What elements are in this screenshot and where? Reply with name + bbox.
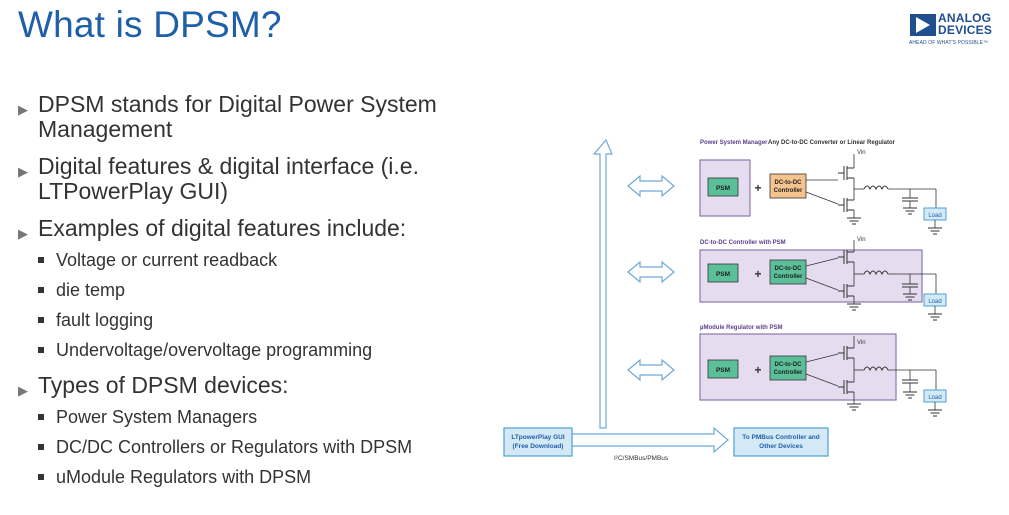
pmbus-label-line1: To PMBus Controller and xyxy=(742,434,820,441)
row1-power-stage: Vin xyxy=(805,150,937,225)
gui-label-line2: (Free Download) xyxy=(513,443,564,450)
sub-bullet-item: Voltage or current readback xyxy=(18,249,508,271)
row3-dcdc-chip xyxy=(769,355,807,381)
square-bullet-icon xyxy=(38,347,44,353)
row3-double-arrow xyxy=(627,359,675,381)
row1-dcdc-label-line2: Controller xyxy=(774,188,803,194)
square-bullet-icon xyxy=(38,444,44,450)
dpsm-block-diagram: I²C/SMBus/PMBus LTpowerPlay GUI (Free Do… xyxy=(496,128,956,468)
triangle-bullet-icon: ▶ xyxy=(18,383,28,398)
row2-load-label: Load xyxy=(928,299,941,305)
analog-devices-logo: ANALOG DEVICES AHEAD OF WHAT'S POSSIBLE™ xyxy=(904,12,1004,52)
bullet-item: ▶ DPSM stands for Digital Power System Ma… xyxy=(18,92,508,142)
row1-psm-chip xyxy=(707,177,739,197)
logo-triangle-icon xyxy=(910,14,936,36)
sub-bullet-text: die temp xyxy=(56,280,126,300)
row2-vin-label: Vin xyxy=(857,237,866,243)
square-bullet-icon xyxy=(38,414,44,420)
row1-double-arrow xyxy=(627,175,675,197)
page-title: What is DPSM? xyxy=(18,4,282,45)
row2-power-stage: Vin xyxy=(805,237,937,311)
triangle-bullet-icon: ▶ xyxy=(18,164,28,179)
row1-load-label: Load xyxy=(928,213,941,219)
pmbus-label-line2: Other Devices xyxy=(759,443,803,450)
sub-bullet-text: Undervoltage/overvoltage programming xyxy=(56,340,373,360)
logo-line1: ANALOG xyxy=(938,11,992,25)
bullet-list: ▶ DPSM stands for Digital Power System Ma… xyxy=(18,92,508,496)
logo-tagline: AHEAD OF WHAT'S POSSIBLE™ xyxy=(909,40,989,46)
pmbus-controller-box xyxy=(733,427,829,457)
ltpowerplay-gui-box xyxy=(503,427,573,457)
sub-bullet-item: Power System Managers xyxy=(18,406,508,428)
row3-vin-label: Vin xyxy=(857,340,866,346)
bullet-text: Types of DPSM devices: xyxy=(38,372,289,398)
row3-psm-chip xyxy=(707,359,739,379)
row3-psm-label: PSM xyxy=(716,367,730,374)
row2-double-arrow xyxy=(627,261,675,283)
bullet-text: Digital features & digital interface (i.… xyxy=(38,153,419,204)
sub-bullet-item: DC/DC Controllers or Regulators with DPS… xyxy=(18,436,508,458)
converter-header-label: Any DC-to-DC Converter or Linear Regulat… xyxy=(768,140,896,146)
row2-dcdc-label-line1: DC-to-DC xyxy=(775,266,803,272)
bullet-item: ▶ Types of DPSM devices: xyxy=(18,372,508,399)
row3-plus: + xyxy=(754,363,761,377)
bus-horizontal-arrow xyxy=(571,426,729,454)
row3-dcdc-label-line2: Controller xyxy=(774,370,803,376)
bus-label: I²C/SMBus/PMBus xyxy=(614,455,669,462)
triangle-bullet-icon: ▶ xyxy=(18,102,28,117)
logo-line2: DEVICES xyxy=(938,23,993,37)
row1-vin-label: Vin xyxy=(857,150,866,156)
row1-psm-label: PSM xyxy=(716,185,730,192)
row2-dcdc-label-line2: Controller xyxy=(774,274,803,280)
row2-dcdc-chip xyxy=(769,259,807,285)
sub-bullet-text: fault logging xyxy=(56,310,154,330)
row3-power-stage: Vin xyxy=(805,336,937,411)
sub-bullet-item: die temp xyxy=(18,279,508,301)
square-bullet-icon xyxy=(38,287,44,293)
row2-psm-chip xyxy=(707,263,739,283)
row3-header-label: µModule Regulator with PSM xyxy=(700,325,782,331)
row2-plus: + xyxy=(754,267,761,281)
gui-label-line1: LTpowerPlay GUI xyxy=(511,434,565,441)
diagram-svg: I²C/SMBus/PMBus LTpowerPlay GUI (Free Do… xyxy=(503,138,947,462)
row1-plus: + xyxy=(754,181,761,195)
bus-vertical-arrow xyxy=(592,138,613,429)
row1-dcdc-label-line1: DC-to-DC xyxy=(775,180,803,186)
row1-dcdc-chip xyxy=(769,173,807,199)
sub-bullet-text: Power System Managers xyxy=(56,407,258,427)
square-bullet-icon xyxy=(38,474,44,480)
sub-bullet-item: fault logging xyxy=(18,309,508,331)
row2-header-label: DC-to-DC Controller with PSM xyxy=(700,240,786,246)
row3-dcdc-label-line1: DC-to-DC xyxy=(775,362,803,368)
logo-name: ANALOG DEVICES xyxy=(938,12,992,36)
row2-psm-label: PSM xyxy=(716,271,730,278)
bullet-text: Examples of digital features include: xyxy=(38,215,407,241)
sub-bullet-item: Undervoltage/overvoltage programming xyxy=(18,339,508,361)
triangle-bullet-icon: ▶ xyxy=(18,226,28,241)
sub-bullet-text: Voltage or current readback xyxy=(56,250,278,270)
square-bullet-icon xyxy=(38,317,44,323)
bullet-text: DPSM stands for Digital Power System Man… xyxy=(38,91,437,142)
row3-load-label: Load xyxy=(928,395,941,401)
psm-header-label: Power System Manager xyxy=(700,140,768,146)
sub-bullet-text: DC/DC Controllers or Regulators with DPS… xyxy=(56,437,413,457)
sub-bullet-item: uModule Regulators with DPSM xyxy=(18,466,508,488)
bullet-item: ▶ Examples of digital features include: xyxy=(18,215,508,242)
square-bullet-icon xyxy=(38,257,44,263)
bullet-item: ▶ Digital features & digital interface (i… xyxy=(18,154,508,204)
sub-bullet-text: uModule Regulators with DPSM xyxy=(56,467,312,487)
